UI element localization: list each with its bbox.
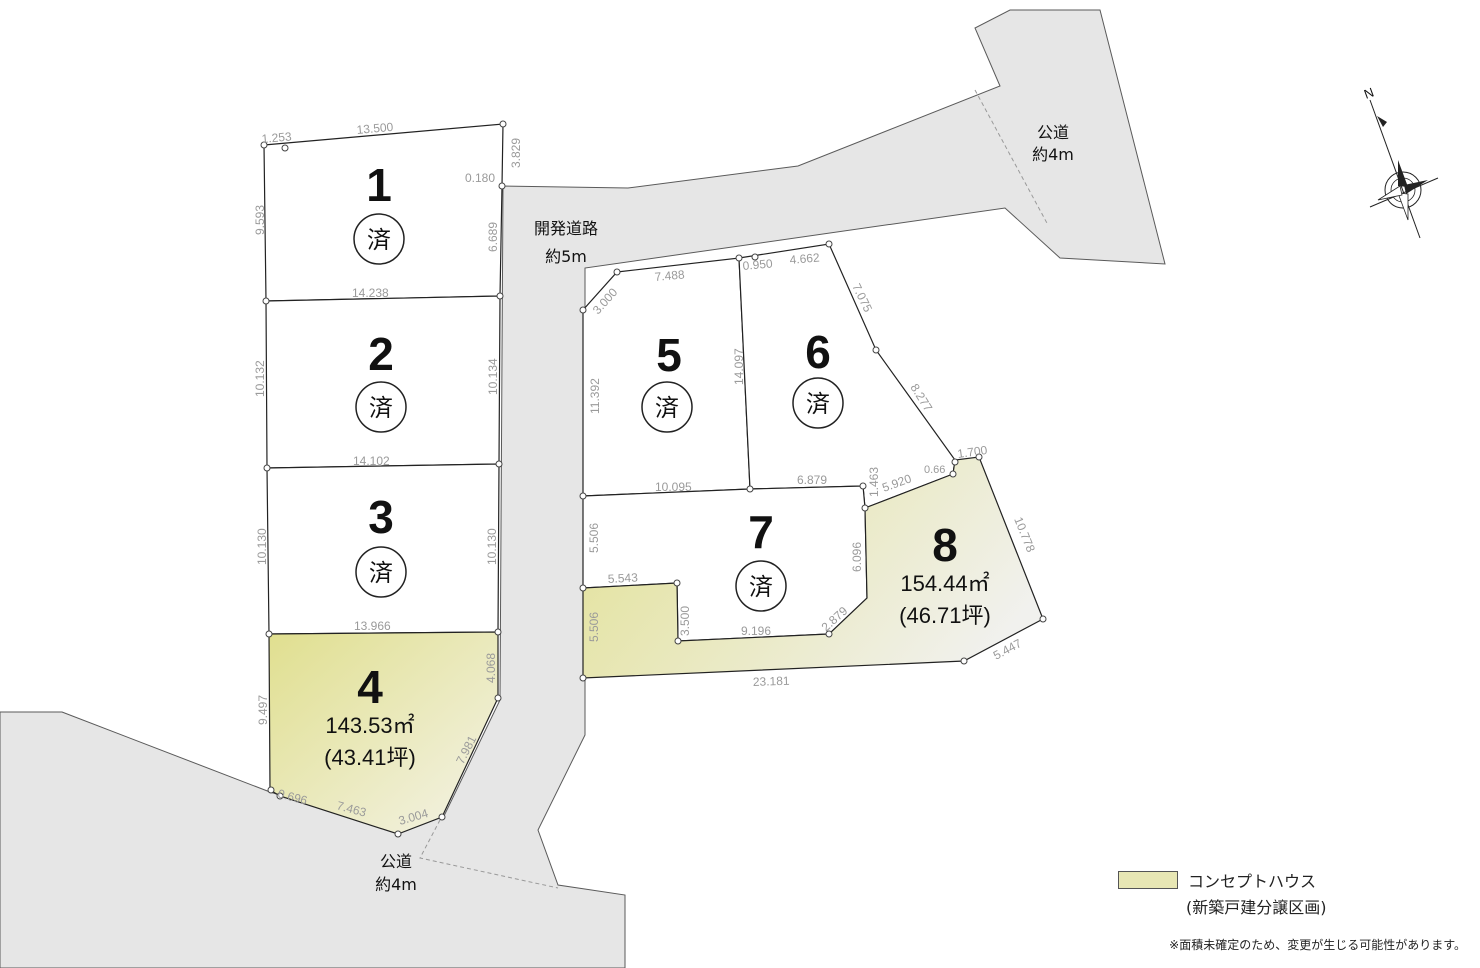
dim-lot5-right: 14.097	[732, 348, 746, 385]
dim-lot7-notch-top: 5.543	[607, 570, 638, 586]
disclaimer-note: ※面積未確定のため、変更が生じる可能性があります。	[1169, 938, 1466, 952]
dim-lot1-left: 9.593	[253, 205, 267, 235]
dim-lot2-right: 10.134	[486, 358, 500, 395]
lot-6-sold-badge	[792, 377, 844, 429]
lot-5-number: 5	[656, 329, 682, 381]
lot-7-sold-badge	[735, 560, 787, 612]
dim-lot6-top: 4.662	[789, 250, 820, 267]
dim-lot3-right: 10.130	[485, 528, 499, 565]
dim-lot3-left: 10.130	[255, 528, 269, 565]
lot-1-sold-badge	[353, 213, 405, 265]
lot-8-area-m2: 154.44㎡	[900, 571, 989, 596]
dim-lot7-notch-side: 3.500	[678, 606, 692, 636]
dim-lot1-bottom: 14.238	[352, 286, 389, 300]
dim-lot6-bottom: 6.879	[797, 473, 827, 487]
compass-north-label: N	[1362, 85, 1376, 102]
dim-lot5-top: 7.488	[654, 267, 685, 284]
lot-5-sold-badge	[641, 381, 693, 433]
dim-lot6-top-left: 0.950	[742, 256, 773, 273]
lot-6-outline[interactable]	[738, 243, 956, 509]
lot-4-area-tsubo: (43.41坪)	[324, 745, 416, 770]
dim-lot1-right: 6.689	[486, 222, 500, 252]
dim-lot2-bottom: 14.102	[353, 454, 390, 468]
lot-1-outline[interactable]	[263, 123, 504, 302]
lot-7-number: 7	[748, 506, 774, 558]
lot-6-sold-text: 済	[806, 390, 830, 418]
dimension-labels: 1.253 13.500 3.829 0.180 9.593 6.689 14.…	[253, 120, 1038, 828]
dim-lot6-step: 1.463	[867, 467, 881, 497]
dim-lot1-top: 13.500	[356, 120, 394, 137]
lot-3-sold-text: 済	[369, 559, 393, 587]
compass-rose-icon: N	[1362, 85, 1439, 239]
lot-3-number: 3	[368, 491, 394, 543]
lot-6-number: 6	[805, 326, 831, 378]
lot-3-sold-badge	[355, 546, 407, 598]
lot-8-area-tsubo: (46.71坪)	[899, 603, 991, 628]
lot-5-sold-text: 済	[655, 394, 679, 422]
dim-lot8-left: 5.506	[587, 612, 601, 642]
dim-lot3-bottom: 13.966	[354, 619, 391, 633]
dim-lot7-right: 6.096	[850, 542, 864, 572]
dev-road-width: 約5m	[545, 247, 587, 266]
lot-2-sold-badge	[355, 381, 407, 433]
road-boundary-dash	[974, 89, 1049, 226]
lot-8-number: 8	[932, 519, 958, 571]
lot-2-number: 2	[368, 328, 394, 380]
dim-lot1-right-upper: 3.829	[509, 138, 523, 168]
dim-lot7-bottom: 9.196	[741, 624, 771, 638]
dim-lot2-left: 10.132	[253, 360, 267, 397]
ne-road-width: 約4m	[1032, 145, 1074, 164]
dim-lot4-right: 4.068	[484, 653, 498, 683]
dim-lot5-bottom: 10.095	[655, 480, 692, 494]
legend-sublabel: (新築戸建分譲区画)	[1186, 898, 1327, 917]
lot-7-sold-text: 済	[749, 573, 773, 601]
south-road-width: 約4m	[375, 875, 417, 894]
lot-4-number: 4	[357, 661, 383, 713]
survey-points	[260, 120, 1047, 838]
lot-1-sold-text: 済	[367, 226, 391, 254]
dim-lot5-left: 11.392	[588, 378, 602, 414]
dim-lot1-corner: 0.180	[465, 171, 495, 185]
dim-lot6-corner: 0.66	[924, 464, 945, 476]
dim-lot8-top: 1.700	[956, 443, 988, 461]
dev-road-name: 開発道路	[534, 219, 598, 238]
lot-4-area-m2: 143.53㎡	[325, 713, 414, 738]
south-road-name: 公道	[380, 852, 412, 871]
legend-label: コンセプトハウス	[1188, 872, 1317, 891]
road-boundary-dash	[419, 819, 559, 889]
ne-road-name: 公道	[1037, 123, 1069, 142]
dim-lot1-top-left: 1.253	[261, 129, 292, 146]
dim-lot8-bottom: 23.181	[753, 674, 790, 689]
dim-lot7-left: 5.506	[587, 523, 601, 553]
dim-lot4-left: 9.497	[256, 695, 270, 725]
lot-2-sold-text: 済	[369, 394, 393, 422]
legend-swatch	[1118, 871, 1178, 889]
lot-1-number: 1	[366, 159, 392, 211]
